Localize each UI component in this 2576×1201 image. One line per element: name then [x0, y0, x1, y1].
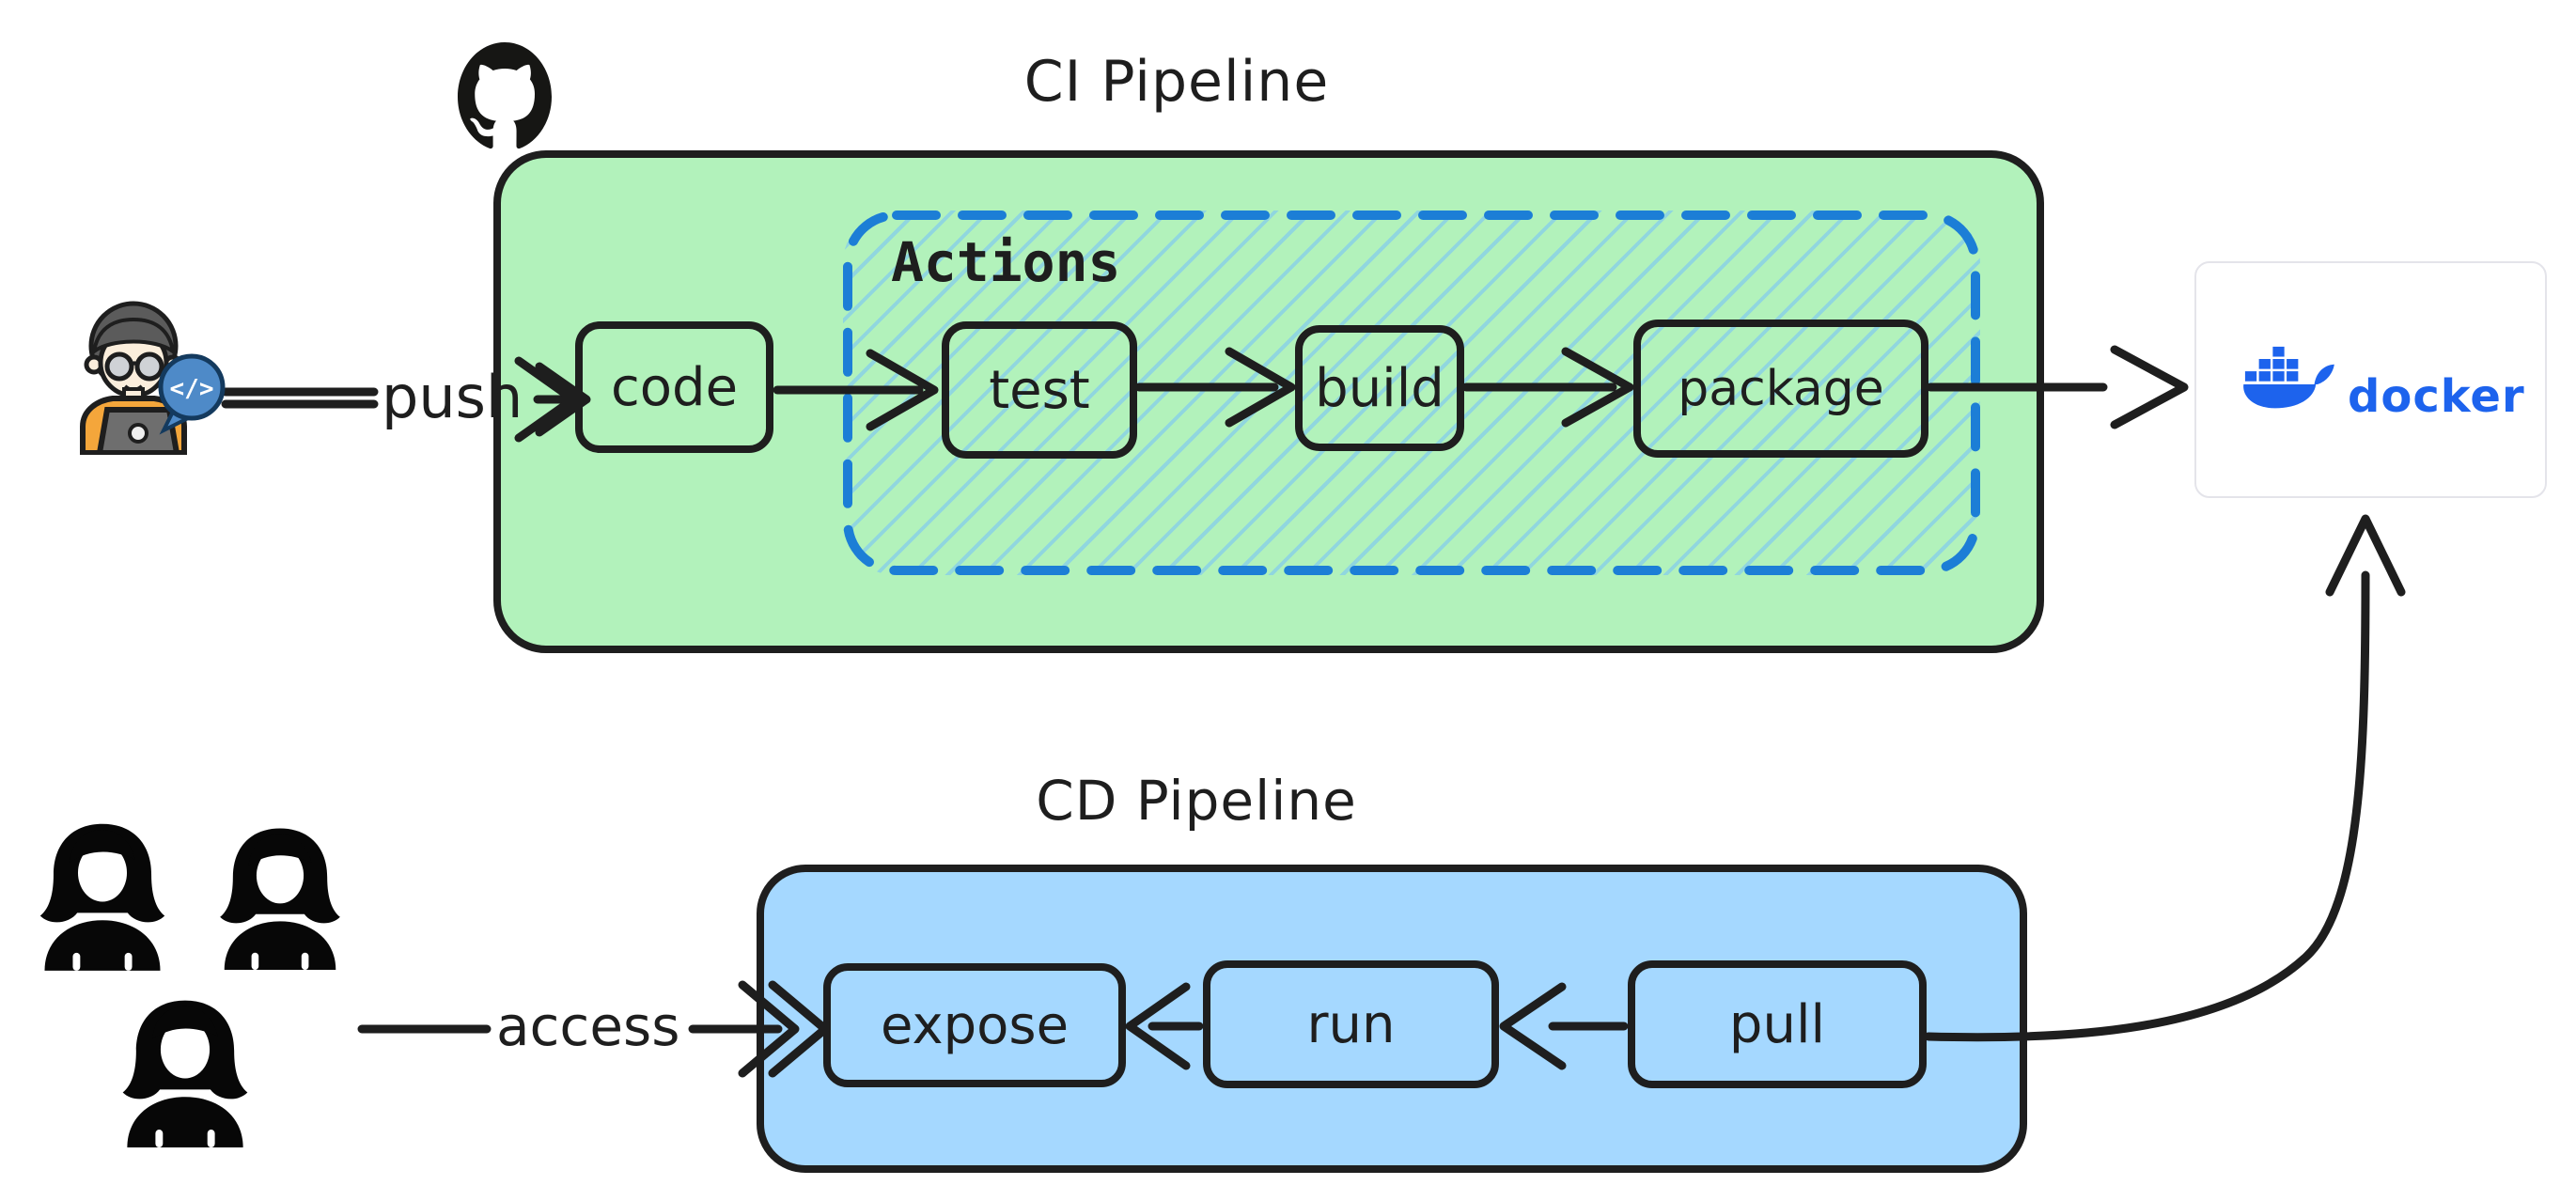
docker-wordmark: docker — [2348, 370, 2525, 423]
node-test-label: test — [989, 359, 1090, 421]
node-package-label: package — [1678, 360, 1884, 417]
node-pull: pull — [1628, 960, 1927, 1088]
user-icon-3 — [111, 994, 259, 1152]
code-bubble-text: </> — [170, 375, 214, 403]
node-expose-label: expose — [880, 994, 1069, 1056]
github-octocat-icon — [458, 42, 552, 149]
node-build-label: build — [1315, 357, 1444, 419]
ci-pipeline-title: CI Pipeline — [1023, 49, 1330, 115]
node-pull-label: pull — [1728, 993, 1826, 1055]
user-icon-2 — [209, 821, 351, 975]
docker-whale-icon — [2243, 346, 2334, 409]
node-expose: expose — [823, 963, 1126, 1087]
node-build: build — [1295, 325, 1464, 451]
node-run-label: run — [1306, 993, 1396, 1055]
cd-pipeline-title: CD Pipeline — [1036, 769, 1357, 833]
node-code-label: code — [610, 356, 739, 418]
node-test: test — [942, 321, 1137, 459]
developer-avatar-icon: </> — [80, 301, 226, 455]
cd-pipeline-container — [757, 865, 2027, 1173]
node-run: run — [1203, 960, 1499, 1088]
push-edge-label: push — [382, 363, 523, 431]
actions-group-container — [843, 211, 1980, 575]
user-icon-1 — [28, 819, 177, 974]
node-package: package — [1633, 320, 1928, 458]
actions-group-label: Actions — [891, 230, 1121, 294]
node-code: code — [575, 321, 773, 453]
access-edge-label: access — [496, 994, 680, 1058]
